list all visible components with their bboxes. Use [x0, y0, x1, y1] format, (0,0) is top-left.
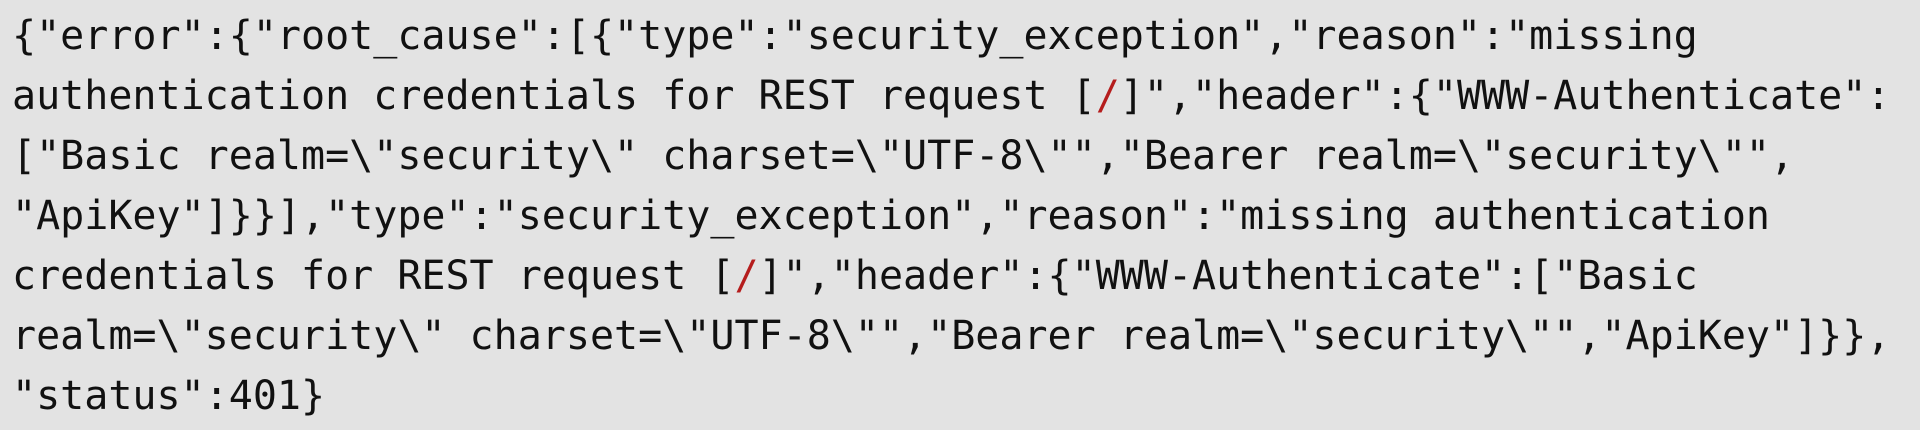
- json-line-2: authentication credentials for REST requ…: [12, 66, 1920, 126]
- json-text: "status":401}: [12, 373, 326, 419]
- json-text: "ApiKey"]}}],"type":"security_exception"…: [12, 193, 1770, 239]
- json-text: ]","header":{"WWW-Authenticate":: [1119, 73, 1891, 119]
- json-text: realm=\"security\" charset=\"UTF-8\"","B…: [12, 313, 1891, 359]
- json-text: credentials for REST request [: [12, 253, 735, 299]
- json-text: ]","header":{"WWW-Authenticate":["Basic: [758, 253, 1698, 299]
- request-path-highlight: /: [734, 253, 759, 299]
- request-path-highlight: /: [1095, 73, 1120, 119]
- json-text: {"error":{"root_cause":[{"type":"securit…: [12, 13, 1698, 59]
- json-line-6: realm=\"security\" charset=\"UTF-8\"","B…: [12, 306, 1920, 366]
- json-line-1: {"error":{"root_cause":[{"type":"securit…: [12, 6, 1920, 66]
- json-line-5: credentials for REST request [/]","heade…: [12, 246, 1920, 306]
- json-line-4: "ApiKey"]}}],"type":"security_exception"…: [12, 186, 1920, 246]
- json-line-7: "status":401}: [12, 366, 1920, 426]
- json-text: authentication credentials for REST requ…: [12, 73, 1096, 119]
- json-text: ["Basic realm=\"security\" charset=\"UTF…: [12, 133, 1795, 179]
- json-line-3: ["Basic realm=\"security\" charset=\"UTF…: [12, 126, 1920, 186]
